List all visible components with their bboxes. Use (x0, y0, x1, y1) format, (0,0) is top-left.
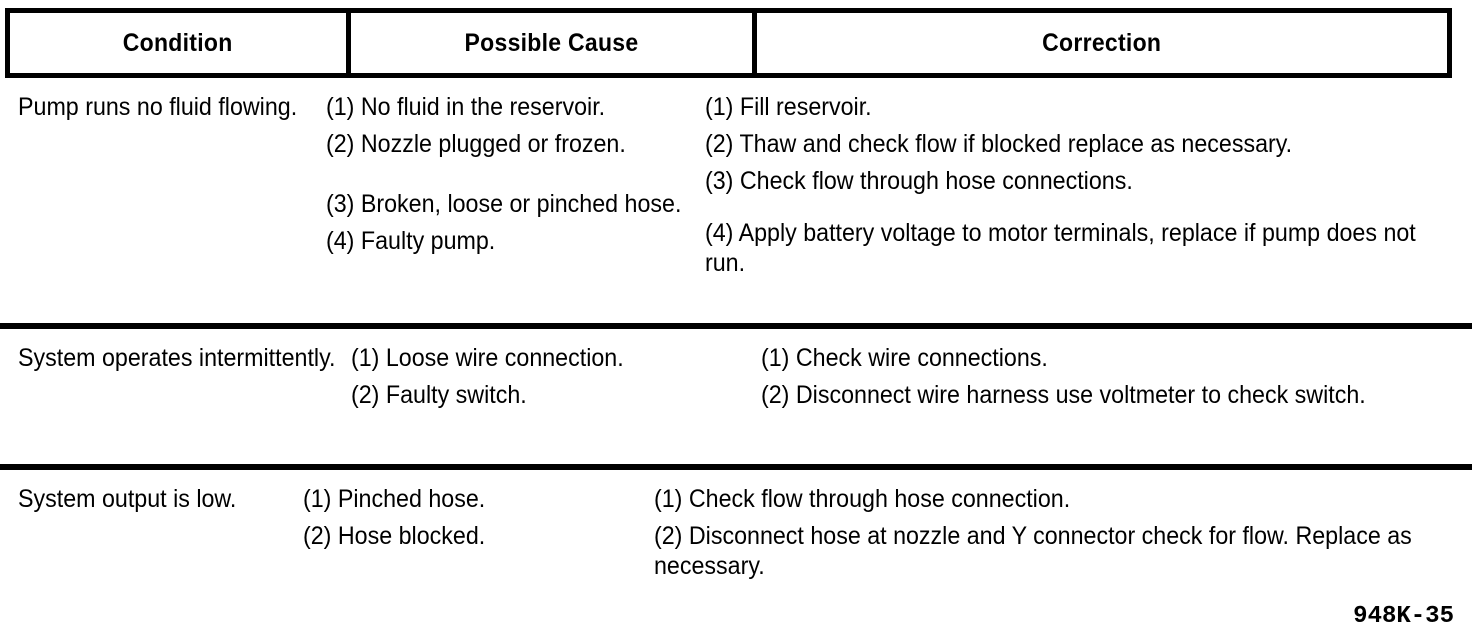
table-row: Pump runs no fluid flowing. (1) No fluid… (0, 78, 1472, 323)
correction-item: (4) Apply battery voltage to motor termi… (705, 219, 1423, 277)
condition-text: System output is low. (18, 485, 237, 513)
table-body: Pump runs no fluid flowing. (1) No fluid… (0, 78, 1472, 599)
correction-item: (2) Disconnect wire harness use voltmete… (761, 381, 1366, 409)
page-reference-code: 948K-35 (1353, 603, 1454, 630)
correction-item: (1) Check wire connections. (761, 344, 1048, 372)
cause-item: (2) Faulty switch. (351, 381, 527, 409)
condition-text: Pump runs no fluid flowing. (18, 93, 298, 121)
column-header-possible-cause-label: Possible Cause (464, 28, 639, 57)
cause-item: (4) Faulty pump. (325, 227, 496, 255)
cell-condition: Pump runs no fluid flowing. (0, 78, 326, 323)
cell-correction: (1) Fill reservoir. (2) Thaw and check f… (699, 78, 1472, 323)
cause-item: (1) Loose wire connection. (351, 344, 624, 372)
cause-item: (2) Nozzle plugged or frozen. (325, 130, 626, 158)
cause-item: (3) Broken, loose or pinched hose. (325, 190, 682, 218)
cause-item: (2) Hose blocked. (302, 522, 485, 550)
cell-correction: (1) Check wire connections. (2) Disconne… (755, 329, 1472, 464)
table-header-row: Condition Possible Cause Correction (5, 8, 1452, 78)
correction-item: (2) Thaw and check flow if blocked repla… (705, 130, 1293, 158)
correction-item: (2) Disconnect hose at nozzle and Y conn… (653, 522, 1419, 580)
correction-item: (3) Check flow through hose connections. (705, 167, 1134, 195)
cause-item: (1) Pinched hose. (302, 485, 485, 513)
cell-possible-cause: (1) Loose wire connection. (2) Faulty sw… (351, 329, 755, 464)
cause-item: (1) No fluid in the reservoir. (325, 93, 605, 121)
table-row: System operates intermittently. (1) Loos… (0, 323, 1472, 464)
column-header-condition-label: Condition (123, 28, 233, 57)
column-header-correction-label: Correction (1042, 28, 1162, 57)
cell-possible-cause: (1) Pinched hose. (2) Hose blocked. (303, 470, 648, 599)
column-header-possible-cause: Possible Cause (351, 13, 757, 73)
cell-possible-cause: (1) No fluid in the reservoir. (2) Nozzl… (326, 78, 699, 323)
correction-item: (1) Check flow through hose connection. (653, 485, 1071, 513)
column-header-condition: Condition (10, 13, 351, 73)
cell-condition: System output is low. (0, 470, 303, 599)
cell-correction: (1) Check flow through hose connection. … (648, 470, 1472, 599)
condition-text: System operates intermittently. (18, 344, 336, 372)
table-row: System output is low. (1) Pinched hose. … (0, 464, 1472, 599)
column-header-correction: Correction (757, 13, 1447, 73)
cell-condition: System operates intermittently. (0, 329, 351, 464)
correction-item: (1) Fill reservoir. (705, 93, 872, 121)
